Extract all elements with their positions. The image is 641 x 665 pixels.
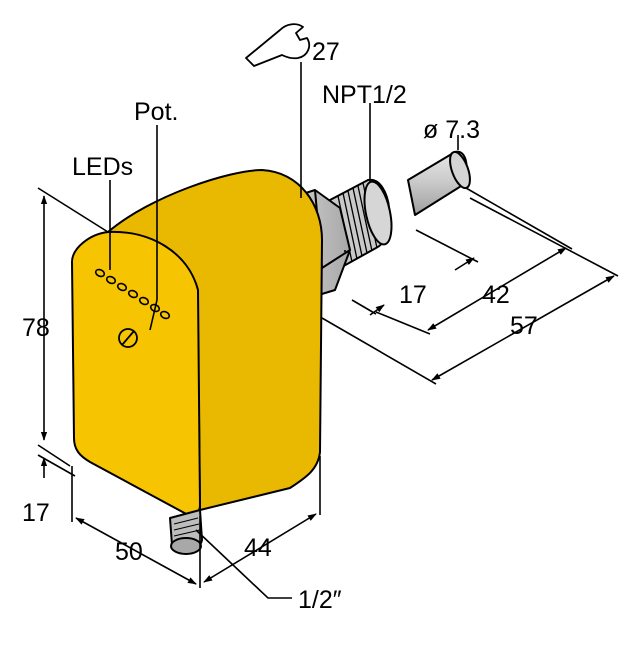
- housing-top-highlight: [107, 231, 199, 291]
- ext-17t-right: [415, 229, 479, 263]
- label-depth-17-top: 17: [399, 281, 427, 309]
- label-probe-diameter: ø 7.3: [423, 116, 480, 144]
- label-length-57: 57: [510, 312, 538, 340]
- label-width-50: 50: [115, 538, 143, 566]
- dim-57: [431, 275, 615, 381]
- label-wrench-size: 27: [312, 38, 340, 66]
- label-height-78: 78: [22, 314, 50, 342]
- thread-end-face: [363, 180, 393, 246]
- sensor-housing: [71, 169, 323, 555]
- led-ring-icon: [138, 296, 150, 306]
- label-thread: NPT1/2: [322, 81, 407, 109]
- housing-front: [71, 230, 201, 517]
- dimension-labels: 27 NPT1/2 ø 7.3 Pot. LEDs 78 17 42 57 17…: [22, 38, 538, 614]
- dim-50: [75, 517, 197, 585]
- hex-edge-3: [321, 249, 351, 269]
- dimension-lines: [37, 62, 619, 599]
- wrench-icon: [245, 23, 311, 67]
- ext-57-right: [469, 197, 619, 277]
- label-offset-17-bottom: 17: [22, 499, 50, 527]
- ext-17t-left: [351, 299, 377, 315]
- potentiometer-slot-icon: [118, 328, 138, 348]
- led-ring-icon: [94, 268, 106, 278]
- label-leds: LEDs: [72, 153, 133, 181]
- ext-42-57-right: [465, 187, 573, 250]
- ext-78-bottom: [37, 444, 71, 467]
- led-ring-icon: [159, 310, 171, 320]
- leader-pot-2: [149, 299, 158, 331]
- label-connector-thread: 1/2″: [298, 586, 342, 614]
- label-length-42: 42: [482, 281, 510, 309]
- ext-78-top: [37, 187, 109, 233]
- leader-connector: [195, 529, 292, 599]
- led-ring-icon: [116, 282, 128, 292]
- ext-42-left: [375, 311, 431, 335]
- led-row: [94, 268, 171, 320]
- label-pot: Pot.: [134, 98, 178, 126]
- dim-17t-left-arrow: [369, 304, 385, 316]
- dim-17t-right-arrow: [454, 257, 475, 271]
- ext-57-left: [321, 317, 437, 385]
- led-ring-icon: [105, 275, 117, 285]
- label-depth-44: 44: [244, 534, 272, 562]
- dim-44: [203, 513, 317, 583]
- led-ring-icon: [127, 289, 139, 299]
